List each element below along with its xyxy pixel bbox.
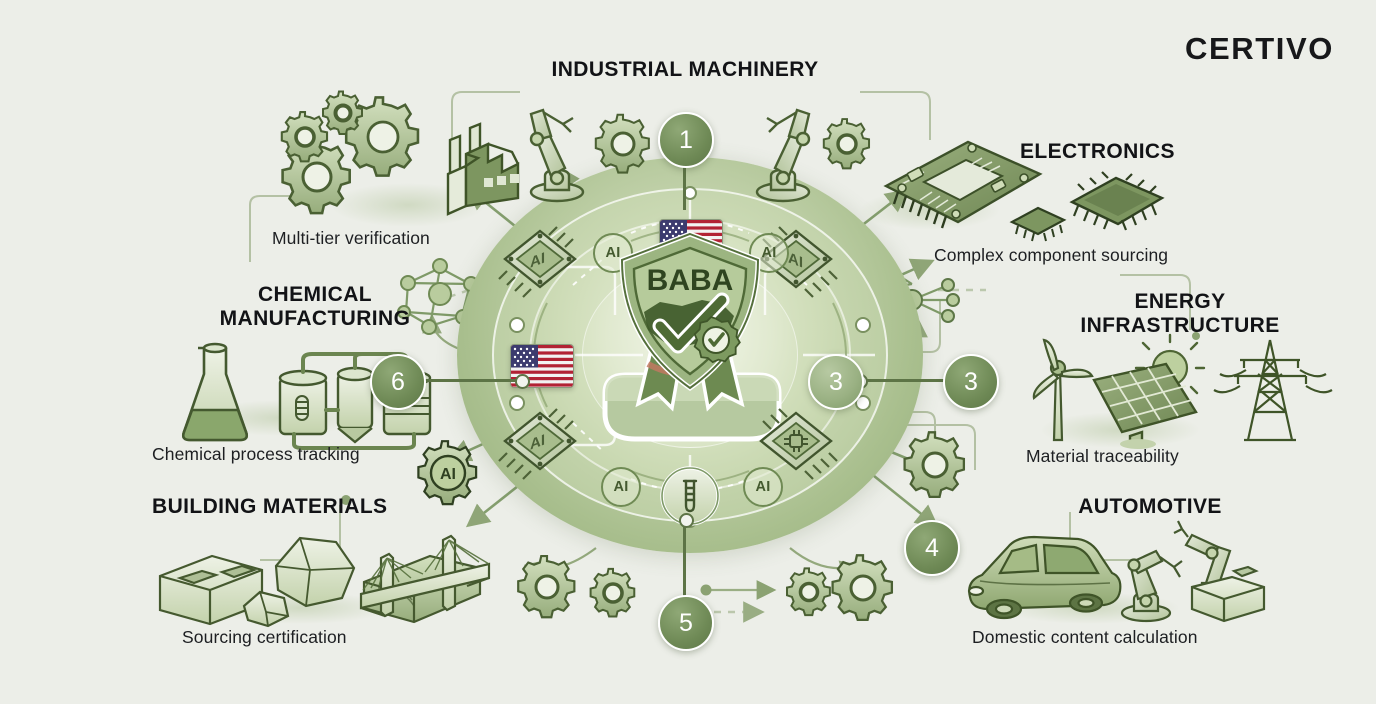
circuit-glyph <box>784 430 808 452</box>
caption-material-traceability: Material traceability <box>1026 446 1179 466</box>
sector-title: INDUSTRIAL MACHINERY <box>551 58 819 81</box>
caption-complex-component-sourcing: Complex component sourcing <box>934 245 1169 265</box>
industrial-machinery-art <box>529 108 871 203</box>
gear-icon <box>589 567 636 618</box>
circuit-chip-bottom-right <box>753 405 839 491</box>
coil-icon <box>295 395 309 421</box>
ai-badge-bottom-right: AI <box>743 467 783 507</box>
circuit-board-icon <box>883 140 1043 229</box>
solar-panel-icon <box>1092 362 1198 449</box>
connector-node-3 <box>858 379 970 382</box>
flask-icon <box>181 342 249 442</box>
sector-industrial-machinery: INDUSTRIAL MACHINERY <box>470 58 900 82</box>
decor-gears-bottom-left <box>517 554 636 619</box>
gear-icon <box>517 554 576 619</box>
shield-text: BABA <box>647 264 734 297</box>
bridge-icon <box>359 534 491 618</box>
us-flag-left <box>510 344 574 388</box>
node-marker-6[interactable]: 6 <box>370 354 426 410</box>
central-hub: AI AI <box>455 155 925 555</box>
rock-small-icon <box>242 590 290 628</box>
ai-chip-top-left: AI <box>497 223 583 309</box>
gear-icon <box>786 567 831 617</box>
decor-gears-top-left <box>280 90 420 215</box>
robot-arm-icon <box>1120 549 1183 623</box>
sector-chemical-manufacturing: CHEMICAL MANUFACTURING <box>150 283 480 330</box>
baba-shield: BABA <box>590 228 790 418</box>
sector-building-materials: BUILDING MATERIALS <box>152 495 492 519</box>
caption-domestic-content-calculation: Domestic content calculation <box>972 627 1198 647</box>
robot-arm-icon <box>755 108 811 203</box>
node-marker-3-inner[interactable]: 3 <box>808 354 864 410</box>
wind-turbine-icon <box>1032 338 1094 442</box>
microchip-small-icon <box>1009 206 1067 242</box>
automotive-art <box>967 520 1266 623</box>
sector-title: CHEMICAL MANUFACTURING <box>219 283 411 330</box>
gear-icon <box>344 96 420 177</box>
sector-title: BUILDING MATERIALS <box>152 495 388 518</box>
cinder-block-icon <box>158 554 264 626</box>
node-marker-1[interactable]: 1 <box>658 112 714 168</box>
chemical-manufacturing-art <box>181 342 432 450</box>
sector-title: ENERGY INFRASTRUCTURE <box>1080 290 1280 337</box>
caption-sourcing-certification: Sourcing certification <box>182 627 347 647</box>
sector-automotive: AUTOMOTIVE <box>1000 495 1300 519</box>
gear-icon <box>594 113 650 174</box>
caption-chemical-process-tracking: Chemical process tracking <box>152 444 360 464</box>
sector-electronics: ELECTRONICS <box>1020 140 1320 164</box>
power-pylon-icon <box>1213 339 1333 442</box>
car-icon <box>967 535 1122 620</box>
ai-chip-bottom-left: AI <box>497 405 583 491</box>
factory-icon <box>446 122 520 216</box>
gear-icon <box>822 118 871 170</box>
gear-icon <box>903 431 966 499</box>
node-marker-3-outer[interactable]: 3 <box>943 354 999 410</box>
connector-node-5 <box>683 520 686 598</box>
connector-dot-node-5 <box>679 513 694 528</box>
robot-arm-icon <box>529 108 585 203</box>
decor-gear-right <box>903 431 966 499</box>
ai-badge-bottom-left: AI <box>601 467 641 507</box>
certification-badge <box>693 316 741 364</box>
caption-multi-tier-verification: Multi-tier verification <box>272 228 430 248</box>
gear-icon <box>322 90 363 135</box>
decor-gears-bottom-right <box>786 554 894 622</box>
sector-energy-infrastructure: ENERGY INFRASTRUCTURE <box>1010 290 1350 337</box>
sector-title: AUTOMOTIVE <box>1078 495 1222 518</box>
connector-dot-node-6 <box>515 374 530 389</box>
brand-logo: CERTIVO <box>1185 31 1334 66</box>
electronics-art <box>883 140 1165 242</box>
node-marker-4[interactable]: 4 <box>904 520 960 576</box>
gear-icon <box>280 111 329 163</box>
microchip-large-icon <box>1069 171 1165 231</box>
node-marker-5[interactable]: 5 <box>658 595 714 651</box>
gear-icon <box>831 554 894 622</box>
ai-gear-label: AI <box>440 466 456 483</box>
energy-infrastructure-art <box>1032 333 1333 449</box>
crate-icon <box>1190 565 1266 623</box>
rock-icon <box>274 536 356 608</box>
sector-title: ELECTRONICS <box>1020 140 1175 163</box>
connector-node-6 <box>420 379 520 382</box>
ai-gear-badge: AI <box>405 430 491 516</box>
connector-node-1 <box>683 162 686 210</box>
